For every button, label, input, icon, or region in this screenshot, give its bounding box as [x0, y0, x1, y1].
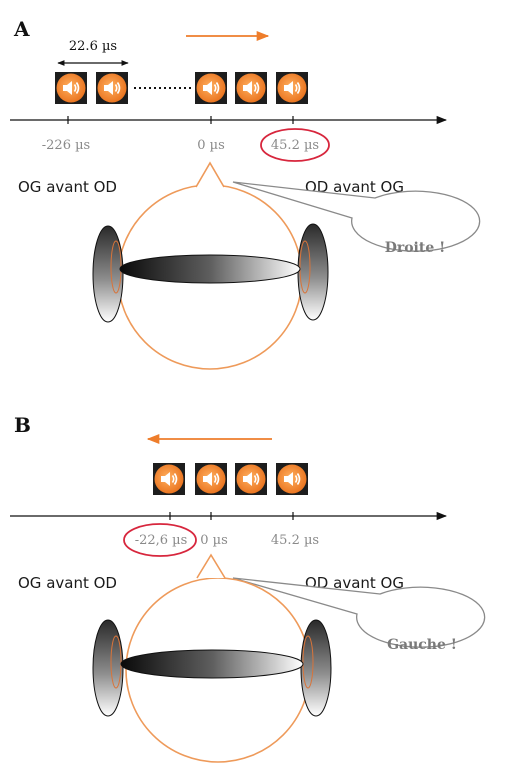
bubble-text: Gauche !: [387, 637, 457, 653]
head: [92, 161, 329, 370]
speaker-icon: [195, 72, 227, 104]
panel-b: B -22,6 µs 0 µs 45.2 µs OG avant OD OD a…: [10, 413, 486, 763]
panel-a-period-label: 22.6 µs: [69, 39, 117, 54]
highlight-circle: [260, 128, 330, 162]
left-ear: [92, 619, 124, 717]
left-ear-canal: [110, 635, 122, 689]
speech-bubble: [232, 577, 486, 648]
right-ear-canal: [299, 240, 311, 294]
tick-label: -22,6 µs: [135, 533, 188, 548]
highlight-circle: [123, 523, 197, 557]
right-ear-canal: [302, 635, 314, 689]
right-ear: [297, 223, 329, 321]
speaker-icon: [55, 72, 87, 104]
speech-bubble: [232, 181, 481, 252]
right-ear: [300, 619, 332, 717]
panel-b-letter: B: [14, 413, 31, 437]
right-ear-first-label: OD avant OG: [305, 574, 404, 592]
left-ear: [92, 225, 124, 323]
interaural-axis: [119, 254, 301, 284]
speaker-icon: [276, 72, 308, 104]
nose: [195, 161, 225, 188]
speaker-icon: [96, 72, 128, 104]
tick-label: 0 µs: [197, 138, 225, 153]
interaural-axis: [120, 649, 304, 679]
tick-label: -226 µs: [42, 138, 90, 153]
tick-label: 45.2 µs: [271, 138, 319, 153]
speaker-icon: [235, 72, 267, 104]
speaker-icon: [235, 463, 267, 495]
tick-label: 45.2 µs: [271, 533, 319, 548]
right-ear-first-label: OD avant OG: [305, 178, 404, 196]
panel-a-letter: A: [13, 17, 30, 41]
panel-a: A 22.6 µs -226 µs 0 µs 45.2 µs OG avant …: [10, 17, 481, 370]
tick-label: 0 µs: [200, 533, 228, 548]
speaker-icon: [153, 463, 185, 495]
speaker-icon: [195, 463, 227, 495]
left-ear-first-label: OG avant OD: [18, 574, 117, 592]
bubble-text: Droite !: [385, 240, 446, 256]
head: [92, 553, 332, 763]
nose: [196, 553, 226, 579]
speaker-icon: [276, 463, 308, 495]
left-ear-first-label: OG avant OD: [18, 178, 117, 196]
